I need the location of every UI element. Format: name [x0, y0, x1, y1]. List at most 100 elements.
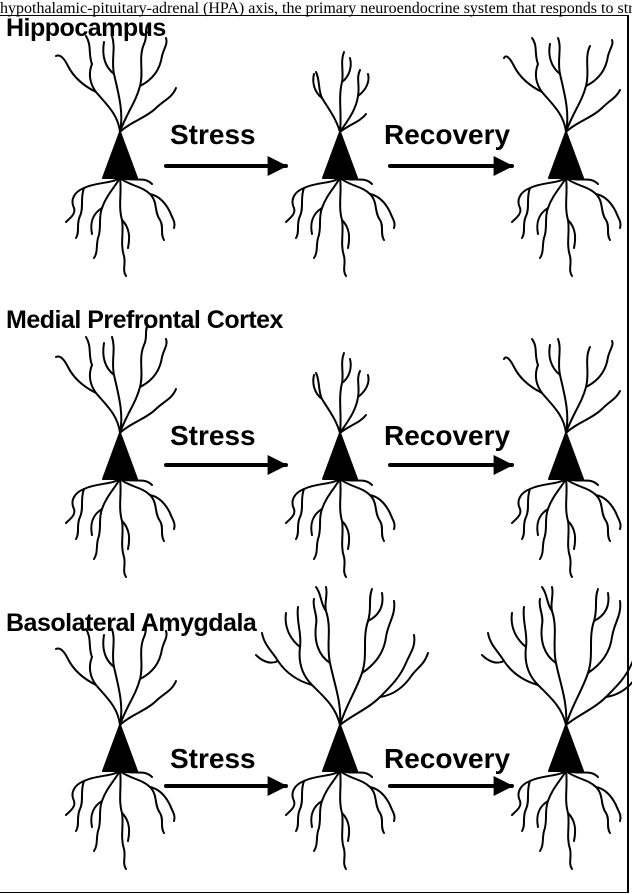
soma-triangle: [103, 433, 137, 479]
basal-dendrite: [296, 781, 304, 831]
basal-dendrite: [566, 178, 572, 276]
basal-dendrite: [566, 479, 572, 577]
basal-dendrite: [94, 771, 120, 851]
apical-dendrite: [262, 633, 312, 685]
basal-dendrite: [566, 771, 572, 869]
neuron-after-stress: [286, 52, 395, 276]
apical-dendrite: [314, 599, 330, 663]
basal-dendrite: [296, 188, 304, 238]
stress-label: Stress: [170, 420, 256, 451]
basal-dendrite: [522, 489, 530, 539]
apical-dendrite: [144, 617, 148, 637]
apical-dendrite: [340, 52, 344, 132]
apical-dendrite: [540, 599, 556, 663]
apical-dendrite: [340, 589, 372, 725]
basal-dendrite: [566, 178, 610, 240]
basal-dendrite: [76, 489, 84, 539]
apical-dendrite: [90, 365, 120, 433]
basal-dendrite: [286, 178, 340, 222]
neuron-before: [56, 617, 176, 869]
apical-dendrite: [524, 607, 566, 725]
apical-dendrite: [298, 607, 340, 725]
apical-dendrite: [488, 633, 538, 685]
apical-dendrite: [86, 629, 92, 657]
apical-dendrite: [340, 635, 414, 725]
basal-dendrite: [540, 771, 566, 851]
apical-dendrite: [358, 74, 369, 96]
neuron-before: [56, 24, 176, 276]
apical-dendrite: [340, 353, 344, 433]
apical-dendrite: [606, 653, 632, 697]
apical-dendrite: [325, 587, 340, 725]
basal-dendrite: [522, 188, 530, 238]
apical-dendrite: [316, 373, 340, 433]
apical-dendrite: [340, 415, 366, 433]
recovery-label: Recovery: [384, 743, 511, 774]
apical-dendrite: [120, 681, 176, 725]
basal-dendrite: [120, 178, 126, 276]
neuron-after-recovery: [504, 339, 621, 577]
apical-dendrite: [90, 657, 120, 725]
basal-dendrite: [66, 178, 120, 222]
basal-dendrite: [340, 178, 346, 276]
neuron-before: [56, 325, 176, 577]
apical-dendrite: [536, 365, 566, 433]
apical-dendrite: [340, 114, 366, 132]
apical-dendrite: [542, 587, 552, 611]
basal-dendrite: [120, 771, 126, 869]
basal-dendrite: [66, 771, 120, 815]
apical-dendrite: [566, 635, 632, 725]
basal-dendrite: [540, 178, 566, 258]
apical-dendrite: [86, 36, 92, 64]
basal-dendrite: [512, 178, 566, 222]
basal-dendrite: [76, 188, 84, 238]
apical-dendrite: [316, 72, 340, 132]
apical-dendrite: [144, 325, 148, 345]
neuron-after-recovery: [504, 38, 621, 276]
apical-dendrite: [120, 389, 176, 433]
apical-dendrite: [566, 391, 620, 433]
soma-triangle: [549, 725, 583, 771]
apical-dendrite: [551, 587, 566, 725]
neuron-after-recovery: [482, 587, 632, 869]
basal-dendrite: [66, 479, 120, 523]
apical-dendrite: [566, 589, 598, 725]
apical-dendrite: [316, 587, 326, 611]
basal-dendrite: [120, 479, 164, 541]
basal-dendrite: [120, 771, 164, 833]
soma-triangle: [323, 433, 357, 479]
soma-triangle: [323, 132, 357, 178]
basal-dendrite: [120, 479, 126, 577]
basal-dendrite: [296, 489, 304, 539]
basal-dendrite: [566, 479, 610, 541]
neuron-after-stress: [286, 353, 395, 577]
stress-label: Stress: [170, 743, 256, 774]
recovery-label: Recovery: [384, 119, 511, 150]
soma-triangle: [549, 433, 583, 479]
apical-dendrite: [86, 337, 92, 365]
apical-dendrite: [532, 339, 538, 365]
basal-dendrite: [314, 771, 340, 851]
basal-dendrite: [340, 479, 346, 577]
basal-dendrite: [522, 781, 530, 831]
neuron-after-stress: [256, 587, 428, 869]
apical-dendrite: [566, 90, 620, 132]
basal-dendrite: [120, 178, 164, 240]
basal-dendrite: [94, 178, 120, 258]
basal-dendrite: [314, 178, 340, 258]
apical-dendrite: [90, 64, 120, 132]
basal-dendrite: [94, 479, 120, 559]
basal-dendrite: [340, 771, 384, 833]
soma-triangle: [323, 725, 357, 771]
apical-dendrite: [358, 375, 369, 397]
apical-dendrite: [536, 64, 566, 132]
apical-dendrite: [144, 24, 148, 44]
basal-dendrite: [566, 771, 610, 833]
basal-dendrite: [314, 479, 340, 559]
basal-dendrite: [286, 771, 340, 815]
apical-dendrite: [120, 88, 176, 132]
basal-dendrite: [512, 771, 566, 815]
soma-triangle: [103, 132, 137, 178]
soma-triangle: [103, 725, 137, 771]
